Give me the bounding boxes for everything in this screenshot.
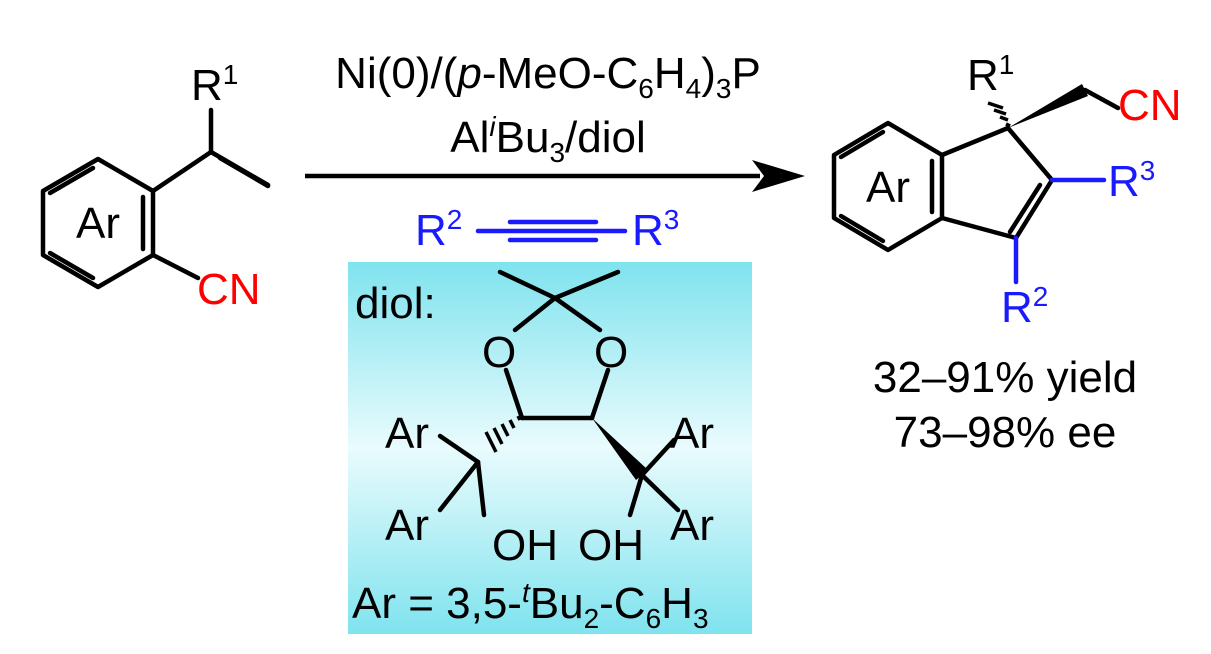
diol-ar-bottom-right: Ar	[670, 501, 714, 550]
reactant-cn-bond	[150, 252, 201, 281]
diol-ar-top-right: Ar	[670, 409, 714, 458]
diol-o-left: O	[482, 328, 516, 377]
reactant-r1-label: R1	[191, 59, 238, 110]
product-wedge-ch2	[1008, 84, 1088, 128]
diol-ar-top-left: Ar	[385, 409, 429, 458]
reactant-ar-label: Ar	[76, 199, 120, 248]
reactant-structure: Ar R1 CN	[40, 59, 271, 314]
wedge-bond-right	[592, 418, 648, 480]
product-r3-label: R3	[1108, 155, 1155, 206]
diol-structure	[437, 269, 681, 518]
product-ch2cn-bond	[1082, 87, 1121, 111]
product-ar-label: Ar	[866, 163, 910, 212]
product-r1-label: R1	[967, 49, 1014, 100]
alkyne-r3-label: R3	[632, 204, 679, 255]
catalyst-text: Ni(0)/(p-MeO-C6H4)3P	[335, 49, 761, 104]
diol-heading: diol:	[355, 279, 436, 328]
diol-ar-definition: Ar = 3,5-tBu2-C6H3	[352, 577, 709, 634]
hashed-bond-left	[484, 415, 522, 453]
diol-ar-bottom-left: Ar	[385, 501, 429, 550]
diol-o-right: O	[594, 328, 628, 377]
product-ee: 73–98% ee	[894, 408, 1117, 457]
product-five-ring	[939, 125, 1055, 241]
product-r2-label: R2	[1001, 281, 1048, 332]
additive-text: AliBu3/diol	[450, 111, 645, 168]
reaction-arrow	[305, 160, 805, 192]
product-cn-label: CN	[1118, 81, 1182, 130]
product-yield: 32–91% yield	[873, 353, 1137, 402]
alkyne-reagent: R2 R3	[415, 204, 679, 255]
product-structure: Ar R1 CN R3 R2	[831, 49, 1182, 332]
reactant-cn-label: CN	[197, 265, 261, 314]
diol-oh-left: OH	[492, 521, 558, 570]
alkyne-r2-label: R2	[415, 204, 462, 255]
reactant-vinyl-group	[150, 107, 271, 194]
diol-oh-right: OH	[578, 521, 644, 570]
diol-box: diol:	[348, 262, 752, 634]
diol-box-background	[348, 262, 752, 634]
product-hashed-bond-r1	[987, 101, 1011, 128]
